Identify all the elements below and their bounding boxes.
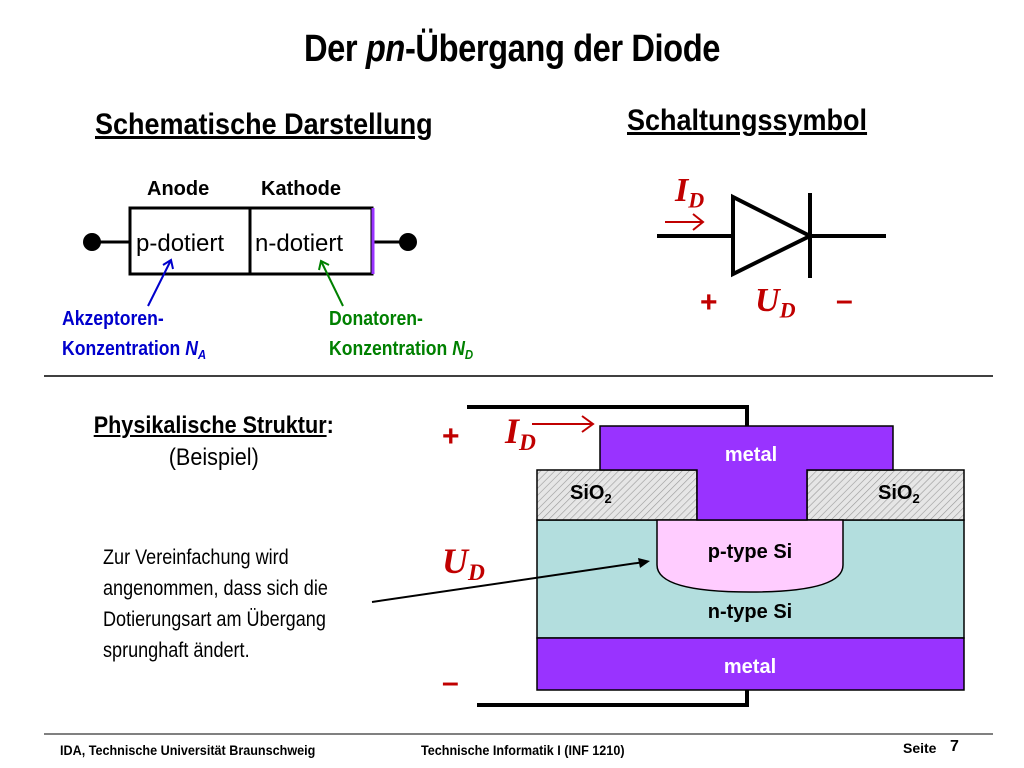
symbol-voltage-subscript: D [779,297,796,323]
structure-current-letter: I [505,411,520,451]
structure-minus: – [442,666,459,699]
oxide-left [536,469,698,521]
schematic-heading: Schematische Darstellung [95,108,433,141]
donor-symbol: N [452,338,465,360]
metal-bottom-label: metal [723,656,777,678]
symbol-minus: – [836,284,853,317]
structure-current-label: ID [505,410,536,457]
n-type-label: n-type Si [707,601,793,623]
note-line-1: Zur Vereinfachung wird [103,546,289,569]
donor-arrow [320,260,344,307]
acceptor-subscript: A [197,346,207,362]
anode-terminal [83,233,101,251]
symbol-plus: + [700,286,718,319]
diode-symbol [657,193,886,278]
symbol-current-label: ID [675,172,704,214]
footer-page-label: Seite [903,740,937,756]
p-region-label: p-dotiert [136,230,225,257]
structure-plus: + [442,420,460,453]
donor-concentration-label: Donatoren- Konzentration ND [329,304,473,370]
p-type-label: p-type Si [707,541,793,563]
acceptor-concentration-label: Akzeptoren- Konzentration NA [62,304,206,370]
symbol-voltage-letter: U [755,282,780,319]
structure-voltage-label: UD [442,540,485,587]
oxide-left-subscript: 2 [604,490,612,506]
oxide-left-text: SiO [570,482,605,504]
acceptor-arrow [147,259,172,307]
title-prefix: Der [304,28,366,70]
structure-heading-block: Physikalische Struktur: (Beispiel) [72,410,356,474]
note-arrow [371,561,645,603]
physical-structure [536,425,965,691]
structure-voltage-subscript: D [468,560,485,587]
oxide-right-subscript: 2 [912,490,920,506]
cathode-terminal [399,233,417,251]
structure-current-subscript: D [519,430,536,457]
p-type-region [656,519,844,593]
n-region-label: n-dotiert [255,230,344,257]
oxide-right-label: SiO2 [878,482,920,506]
pn-junction-schematic [83,206,417,307]
title-italic: pn [365,28,406,70]
acceptor-line2: Konzentration [62,338,186,360]
symbol-current-letter: I [675,172,689,209]
page-title: Der pn-Übergang der Diode [72,28,953,71]
title-suffix: -Übergang der Diode [404,28,720,70]
note-line-2: angenommen, dass sich die [103,577,328,600]
footer-institution: IDA, Technische Universität Braunschweig [60,742,316,758]
simplification-note: Zur Vereinfachung wird angenommen, dass … [103,542,328,666]
symbol-voltage-label: UD [755,282,796,324]
donor-line2: Konzentration [329,338,453,360]
footer-course: Technische Informatik I (INF 1210) [421,742,625,758]
metal-top-label: metal [724,444,778,466]
structure-heading-colon: : [326,412,334,439]
structure-heading: Physikalische Struktur [93,412,327,439]
metal-top-contact [599,425,894,521]
oxide-left-label: SiO2 [570,482,612,506]
note-line-3: Dotierungsart am Übergang [103,608,326,631]
diode-triangle [731,193,815,278]
structure-subheading: (Beispiel) [168,444,259,471]
symbol-current-subscript: D [688,187,705,213]
circuit-wires [467,405,749,707]
anode-label: Anode [147,178,210,200]
kathode-label: Kathode [261,178,341,200]
note-line-4: sprunghaft ändert. [103,639,250,662]
donor-subscript: D [464,346,474,362]
donor-line1: Donatoren- [329,308,423,330]
acceptor-symbol: N [185,338,198,360]
footer-page-number: 7 [950,738,959,755]
oxide-right-text: SiO [878,482,913,504]
metal-bottom-contact [536,637,965,691]
structure-voltage-letter: U [442,541,468,581]
acceptor-line1: Akzeptoren- [62,308,164,330]
symbol-heading: Schaltungssymbol [627,104,868,137]
oxide-right [806,469,965,521]
